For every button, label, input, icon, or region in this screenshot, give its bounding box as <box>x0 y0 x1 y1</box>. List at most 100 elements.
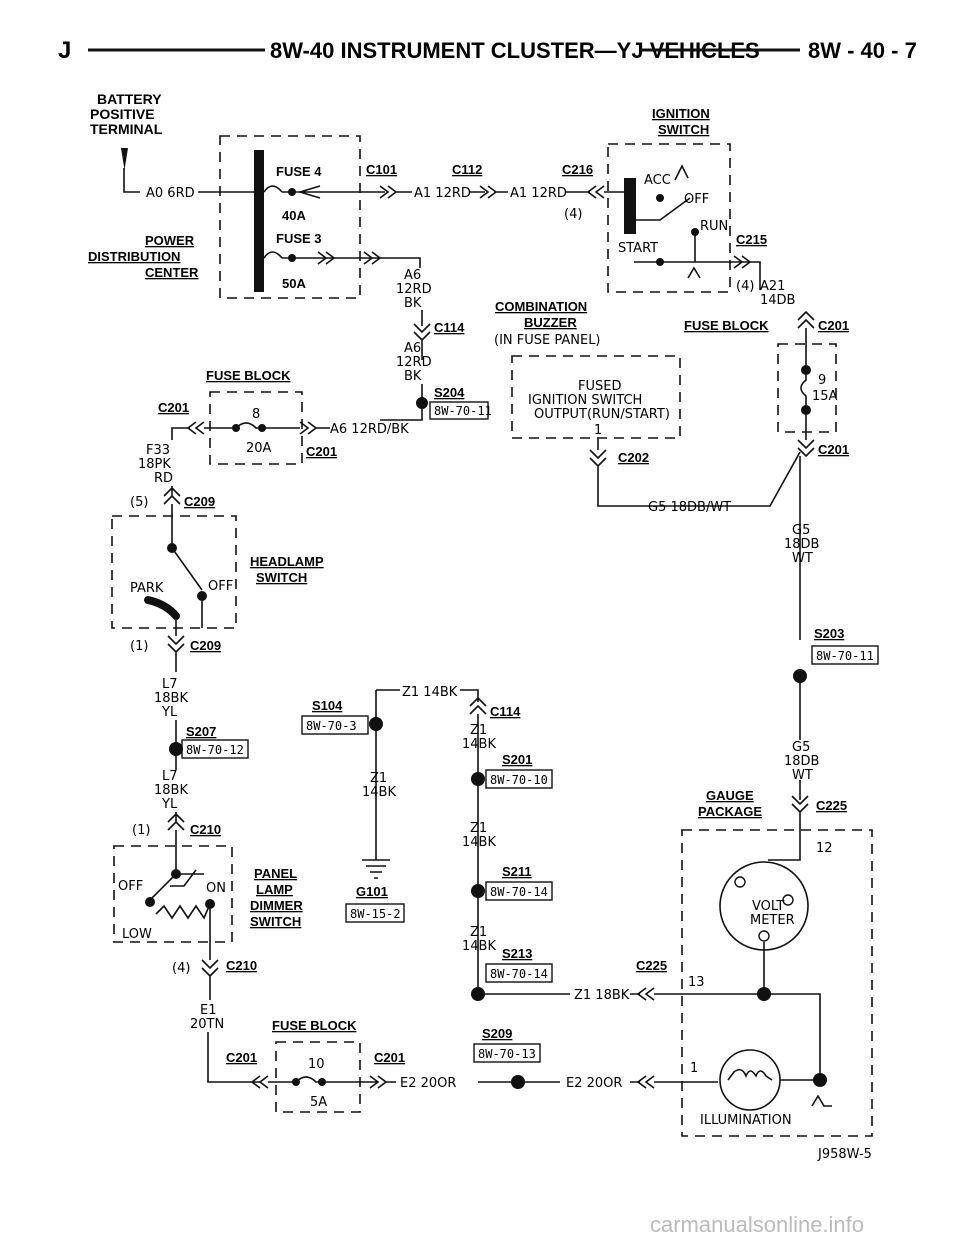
ignition-start: START <box>618 241 658 256</box>
connector-c225a: C225 <box>816 798 847 813</box>
fuse-block-right-box <box>777 343 837 433</box>
ignition-switch-box <box>607 143 731 293</box>
svg-text:WT: WT <box>792 768 813 783</box>
svg-text:20TN: 20TN <box>190 1017 224 1032</box>
ignition-pin4a: (4) <box>564 207 582 222</box>
headlamp-pin5: (5) <box>130 495 148 510</box>
connector-c216: C216 <box>562 162 593 177</box>
splice-s211-ref: 8W-70-14 <box>490 885 548 899</box>
svg-text:BK: BK <box>404 296 422 311</box>
svg-text:TERMINAL: TERMINAL <box>90 121 163 137</box>
connector-c209b: C209 <box>190 638 221 653</box>
splice-s204-dot <box>416 397 428 409</box>
volt-meter-label-1: VOLT <box>752 899 784 914</box>
wire-a6-top-label: A6 12RD BK <box>396 268 432 311</box>
wire-z1-b-label: Z1 14BK <box>362 771 396 800</box>
volt-meter-label-2: METER <box>750 913 795 928</box>
headlamp-title-2: SWITCH <box>256 570 307 585</box>
combination-buzzer-sub: (IN FUSE PANEL) <box>494 333 601 348</box>
wire-z1-bottom-label: Z1 18BK <box>574 988 630 1003</box>
wire-l7a-label: L7 18BK YL <box>154 677 188 720</box>
splice-s104: S104 <box>312 698 343 713</box>
splice-s207-dot <box>169 742 183 756</box>
svg-text:18BK: 18BK <box>154 691 188 706</box>
connector-c201b: C201 <box>818 442 849 457</box>
svg-text:POSITIVE: POSITIVE <box>90 106 155 122</box>
splice-s104-dot <box>369 717 383 731</box>
fuse-block-bottom-box <box>275 1041 361 1113</box>
svg-text:14BK: 14BK <box>462 939 496 954</box>
splice-s209: S209 <box>482 1026 512 1041</box>
ignition-switch-title: IGNITION SWITCH <box>652 106 710 137</box>
svg-text:F33: F33 <box>146 443 170 458</box>
connector-c201f: C201 <box>374 1050 405 1065</box>
svg-text:POWER: POWER <box>145 233 195 248</box>
svg-text:14BK: 14BK <box>362 785 396 800</box>
ground-icon <box>362 859 390 879</box>
headlamp-off: OFF <box>208 579 233 594</box>
svg-text:L7: L7 <box>162 769 178 784</box>
dimmer-low: LOW <box>122 927 152 942</box>
wire-a1a-label: A1 12RD <box>414 186 471 201</box>
svg-text:L7: L7 <box>162 677 178 692</box>
headlamp-title-1: HEADLAMP <box>250 554 324 569</box>
dimmer-off: OFF <box>118 879 143 894</box>
combination-buzzer-box <box>511 355 681 439</box>
combination-buzzer-title: COMBINATION BUZZER <box>495 299 587 330</box>
splice-s204: S204 <box>434 385 465 400</box>
svg-text:GAUGE: GAUGE <box>706 788 754 803</box>
svg-text:18DB: 18DB <box>784 537 819 552</box>
svg-text:YL: YL <box>161 797 178 812</box>
wire-g5-v2-label: G5 18DB WT <box>784 740 819 783</box>
header-left: J <box>58 37 71 64</box>
svg-text:PACKAGE: PACKAGE <box>698 804 762 819</box>
svg-text:E1: E1 <box>200 1003 217 1018</box>
splice-s211-dot <box>471 884 485 898</box>
buzzer-line2: IGNITION SWITCH <box>528 393 642 408</box>
svg-text:PANEL: PANEL <box>254 866 297 881</box>
fuse-block-right-amp: 15A <box>812 389 838 404</box>
wire-e1-label: E1 20TN <box>190 1003 224 1032</box>
svg-text:COMBINATION: COMBINATION <box>495 299 587 314</box>
connector-c114b: C114 <box>490 704 521 719</box>
wire-g5-label: G5 18DB/WT <box>648 500 731 515</box>
battery-terminal-icon <box>121 148 128 170</box>
figure-id: J958W-5 <box>817 1147 872 1162</box>
splice-s104-ref: 8W-70-3 <box>306 719 357 733</box>
watermark: carmanualsonline.info <box>650 1212 865 1237</box>
wire-e2b-label: E2 20OR <box>566 1076 622 1091</box>
svg-text:Z1: Z1 <box>470 925 487 940</box>
ignition-run: RUN <box>700 219 728 234</box>
fuse3-label: FUSE 3 <box>276 231 322 246</box>
splice-s213-ref: 8W-70-14 <box>490 967 548 981</box>
svg-text:SWITCH: SWITCH <box>658 122 709 137</box>
wire-l7b-label: L7 18BK YL <box>154 769 188 812</box>
headlamp-park: PARK <box>130 581 164 596</box>
svg-text:Z1: Z1 <box>470 723 487 738</box>
connector-c210b: C210 <box>226 958 257 973</box>
fuse3-amp: 50A <box>282 276 306 291</box>
connector-c215: C215 <box>736 232 767 247</box>
fuse-block-bottom-title: FUSE BLOCK <box>272 1018 357 1033</box>
wire-z1-c-label: Z1 14BK <box>462 821 496 850</box>
svg-text:14DB: 14DB <box>760 293 795 308</box>
wire-a21-label: A21 14DB <box>760 279 795 308</box>
gauge-package-box <box>681 829 873 1137</box>
header-page-number: 8W - 40 - 7 <box>808 38 917 63</box>
buzzer-pin: 1 <box>594 423 602 438</box>
connector-c201c: C201 <box>158 400 189 415</box>
fuse-block-bottom-amp: 5A <box>310 1095 327 1110</box>
svg-text:14BK: 14BK <box>462 835 496 850</box>
svg-text:BK: BK <box>404 369 422 384</box>
svg-text:BUZZER: BUZZER <box>524 315 577 330</box>
splice-s213: S213 <box>502 946 532 961</box>
power-distribution-center-label: POWER DISTRIBUTION CENTER <box>88 233 199 280</box>
svg-text:G5: G5 <box>792 740 810 755</box>
headlamp-pin1: (1) <box>130 639 148 654</box>
svg-text:Z1: Z1 <box>370 771 387 786</box>
connector-c112: C112 <box>452 162 482 177</box>
splice-s211: S211 <box>502 864 532 879</box>
gauge-pin1: 1 <box>690 1061 698 1076</box>
buzzer-line3: OUTPUT(RUN/START) <box>534 407 670 422</box>
